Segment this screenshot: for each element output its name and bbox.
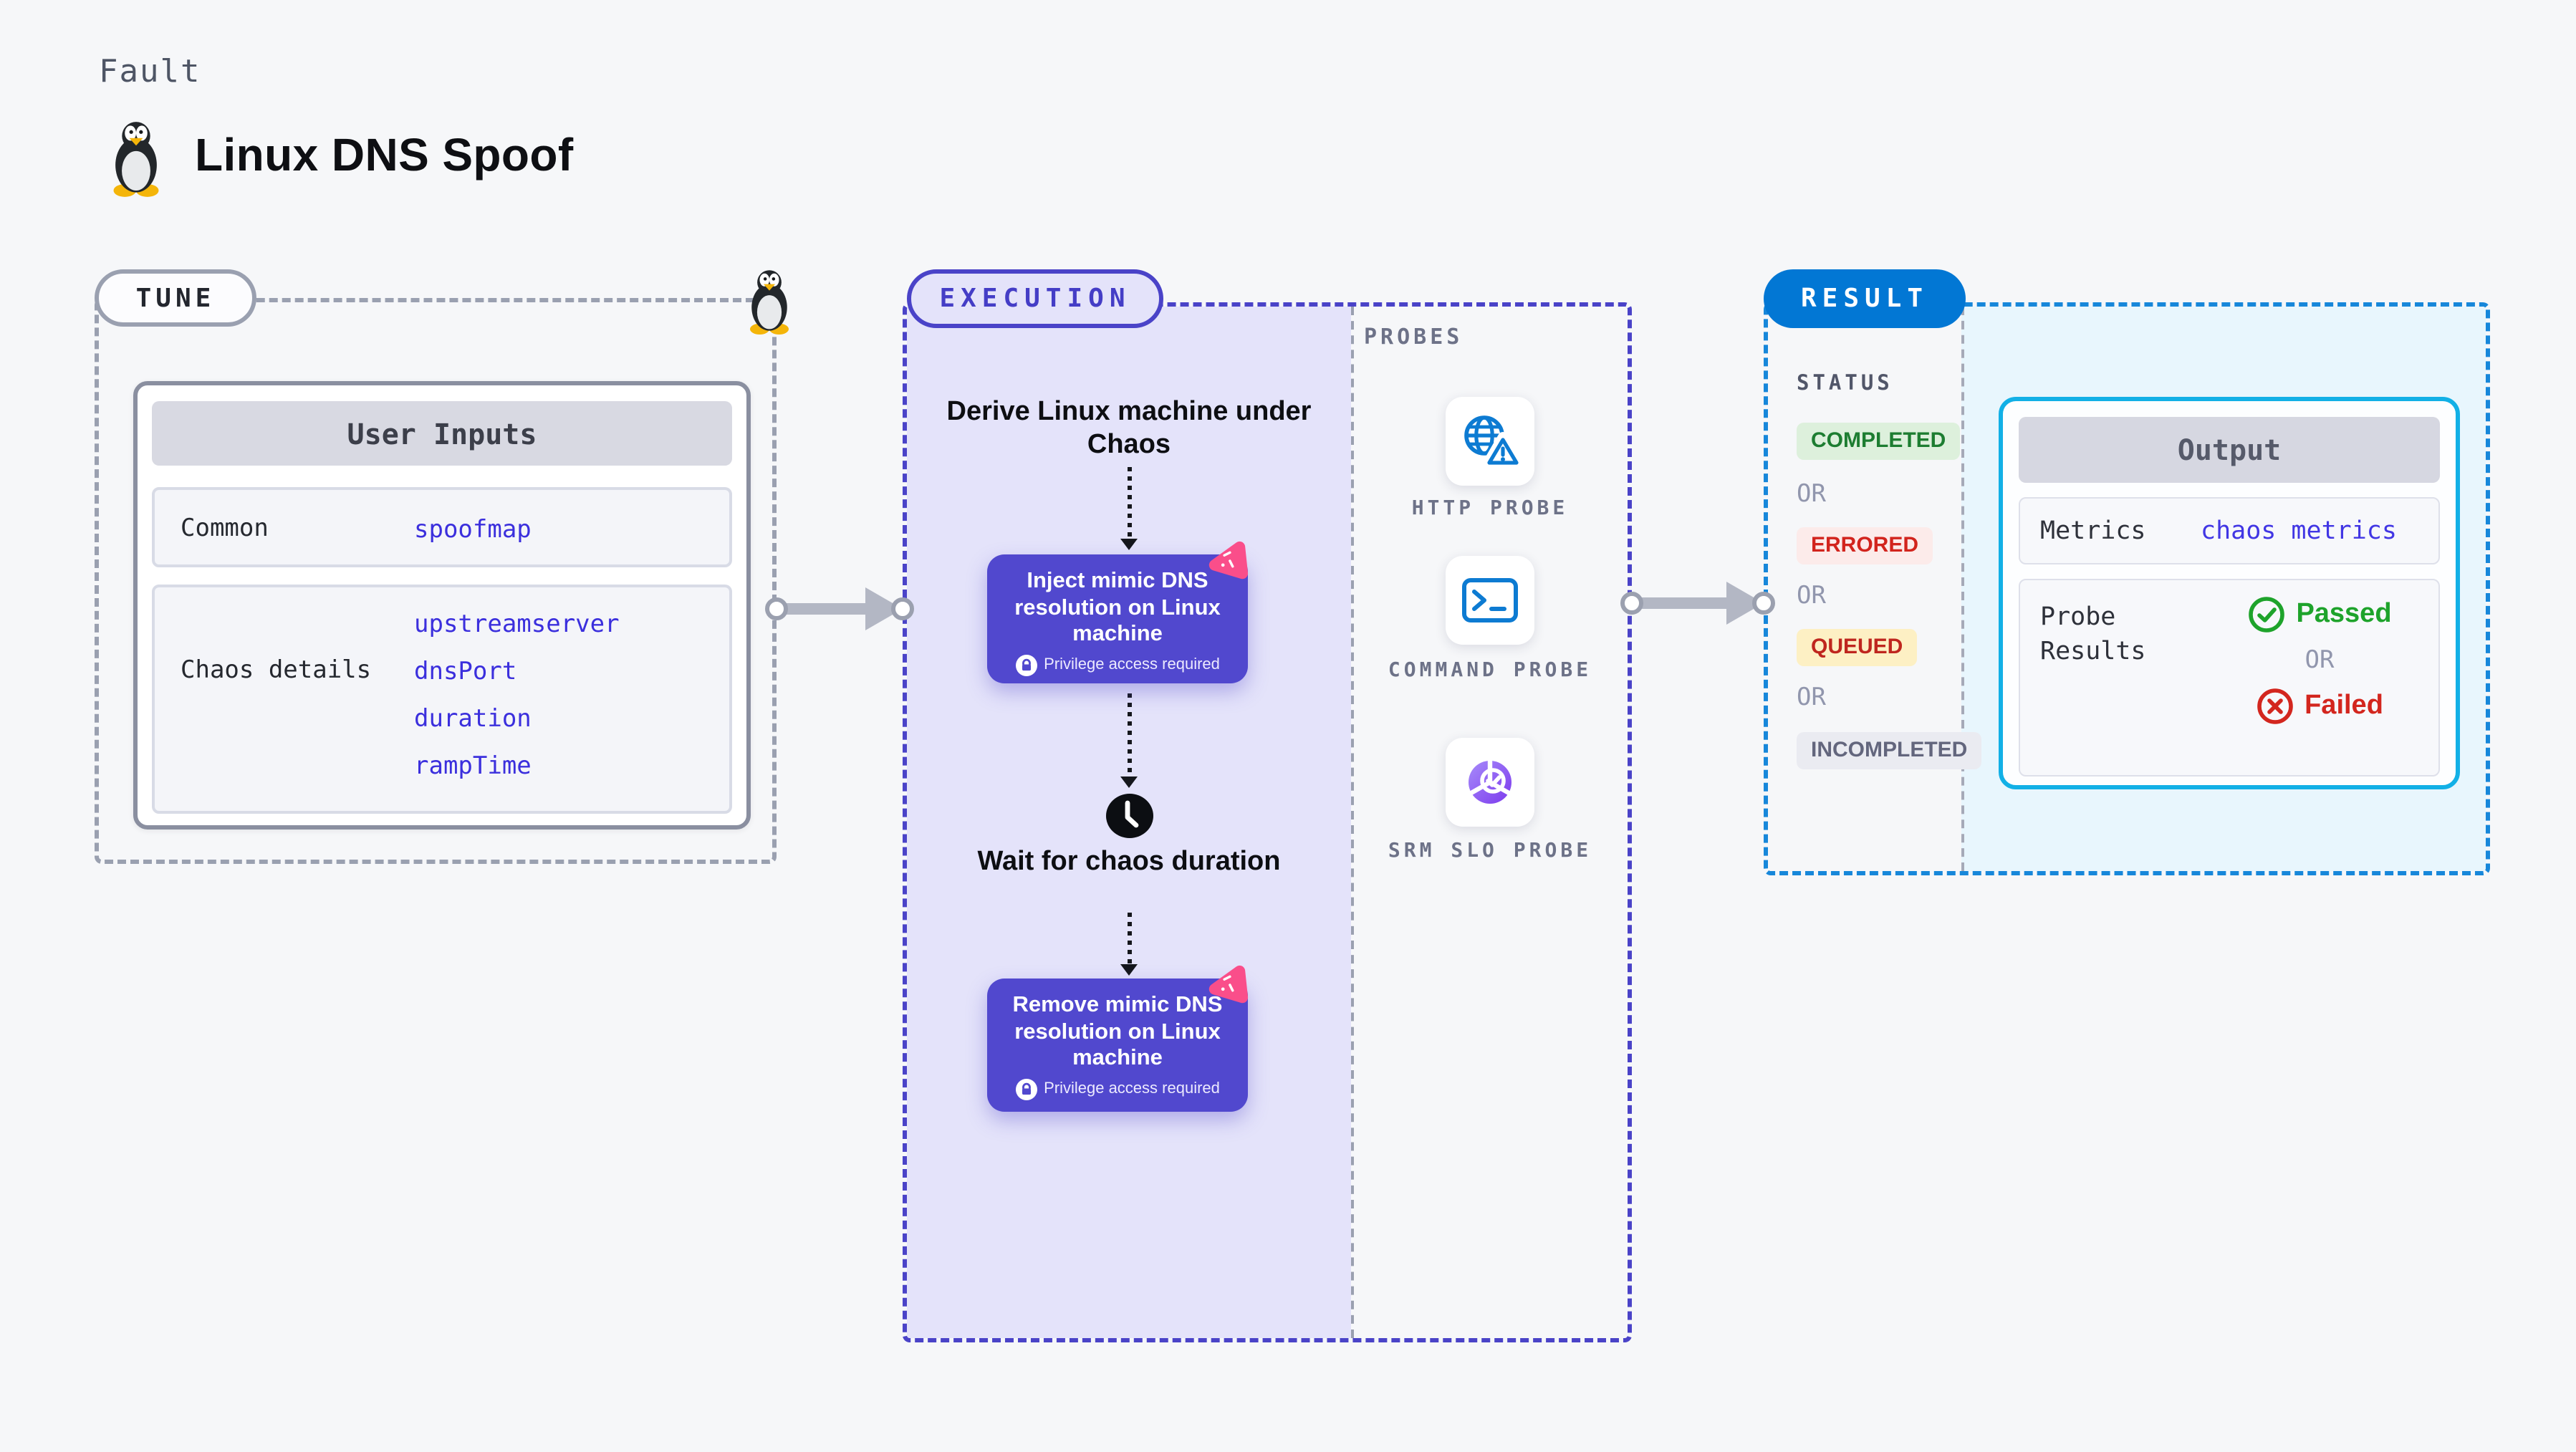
execution-pill: EXECUTION xyxy=(907,269,1163,328)
output-title: Output xyxy=(2019,417,2440,483)
connector-ring xyxy=(1752,592,1775,615)
metrics-label: Metrics xyxy=(2040,516,2146,545)
row-label: Chaos details xyxy=(181,656,372,685)
passed-label: Passed xyxy=(2296,599,2392,629)
input-value: rampTime xyxy=(414,752,532,781)
execution-to-result-arrow xyxy=(1632,582,1764,625)
probe-name: HTTP PROBE xyxy=(1411,497,1569,520)
execution-section: Derive Linux machine under Chaos Inject … xyxy=(903,302,1632,1342)
probe-results-row: Probe Results Passed OR xyxy=(2019,579,2440,777)
inject-dns-step: Inject mimic DNS resolution on Linux mac… xyxy=(987,554,1248,683)
result-section: STATUS COMPLETED OR ERRORED OR QUEUED OR… xyxy=(1764,302,2490,875)
probe-name: SRM SLO PROBE xyxy=(1388,840,1592,862)
privilege-badge-label: Privilege access required xyxy=(1044,656,1220,673)
output-card: Output Metrics chaos metrics Probe Resul… xyxy=(1999,397,2460,789)
connector-ring xyxy=(1620,592,1643,615)
command-probe-card xyxy=(1446,556,1534,645)
connector-ring xyxy=(891,597,914,620)
lock-icon xyxy=(1015,1078,1037,1100)
lock-icon xyxy=(1015,654,1037,675)
tune-to-execution-arrow xyxy=(777,587,903,630)
metrics-value: chaos metrics xyxy=(2201,516,2397,545)
x-circle-icon xyxy=(2257,688,2292,724)
command-probe-icon xyxy=(1462,578,1518,622)
or-separator: OR xyxy=(1797,582,1826,610)
status-column xyxy=(1768,307,1961,871)
clock-icon xyxy=(1106,794,1153,838)
row-label: Common xyxy=(181,514,269,543)
status-badge-incompleted: INCOMPLETED xyxy=(1797,732,1982,769)
tune-section: User Inputs Common spoofmap Chaos detail… xyxy=(95,298,777,864)
metrics-row: Metrics chaos metrics xyxy=(2019,497,2440,564)
privilege-badge-label: Privilege access required xyxy=(1044,1080,1220,1097)
flow-connector xyxy=(1128,693,1131,779)
failed-result: Failed xyxy=(2256,688,2383,725)
srm-slo-probe-card xyxy=(1446,738,1534,827)
user-inputs-card: User Inputs Common spoofmap Chaos detail… xyxy=(133,381,751,830)
page-title: Linux DNS Spoof xyxy=(195,129,574,181)
or-separator: OR xyxy=(2305,646,2335,675)
http-probe-card xyxy=(1446,397,1534,486)
probes-label: PROBES xyxy=(1364,324,1464,350)
chaos-fault-icon xyxy=(1208,541,1249,580)
fault-kicker: Fault xyxy=(99,54,201,90)
probe-name: COMMAND PROBE xyxy=(1388,659,1592,682)
input-value: spoofmap xyxy=(414,516,532,544)
status-divider xyxy=(1961,307,1964,871)
srm-slo-probe-icon xyxy=(1469,758,1512,804)
remove-dns-step: Remove mimic DNS resolution on Linux mac… xyxy=(987,979,1248,1112)
derive-machine-text: Derive Linux machine under Chaos xyxy=(946,397,1312,460)
or-separator: OR xyxy=(1797,480,1826,509)
tux-penguin-icon xyxy=(113,122,159,197)
status-badge-queued: QUEUED xyxy=(1797,629,1918,666)
http-probe-icon xyxy=(1464,415,1523,469)
or-separator: OR xyxy=(1797,683,1826,712)
status-label: STATUS xyxy=(1797,372,1893,395)
probes-divider xyxy=(1351,307,1354,1338)
user-inputs-row-chaos-details: Chaos details upstreamserver dnsPort dur… xyxy=(152,585,732,814)
wait-duration-text: Wait for chaos duration xyxy=(977,847,1281,877)
probe-results-label: Probe Results xyxy=(2040,603,2146,666)
input-value: dnsPort xyxy=(414,658,517,686)
input-value: duration xyxy=(414,705,532,734)
input-value: upstreamserver xyxy=(414,610,620,639)
failed-label: Failed xyxy=(2305,691,2383,721)
privilege-badge: Privilege access required xyxy=(999,1078,1236,1100)
flow-connector xyxy=(1128,467,1131,542)
user-inputs-title: User Inputs xyxy=(152,401,732,466)
result-pill: RESULT xyxy=(1764,269,1966,328)
tux-penguin-icon xyxy=(750,270,789,335)
user-inputs-row-common: Common spoofmap xyxy=(152,487,732,567)
status-badge-errored: ERRORED xyxy=(1797,527,1933,564)
chaos-fault-icon xyxy=(1208,965,1249,1004)
connector-ring xyxy=(765,597,788,620)
check-circle-icon xyxy=(2248,597,2284,633)
step-title: Inject mimic DNS resolution on Linux mac… xyxy=(1014,569,1221,646)
status-badge-completed: COMPLETED xyxy=(1797,423,1961,460)
privilege-badge: Privilege access required xyxy=(999,654,1236,675)
step-title: Remove mimic DNS resolution on Linux mac… xyxy=(1012,993,1223,1070)
tune-pill: TUNE xyxy=(95,269,256,327)
passed-result: Passed xyxy=(2247,596,2392,633)
flow-connector xyxy=(1128,913,1131,967)
